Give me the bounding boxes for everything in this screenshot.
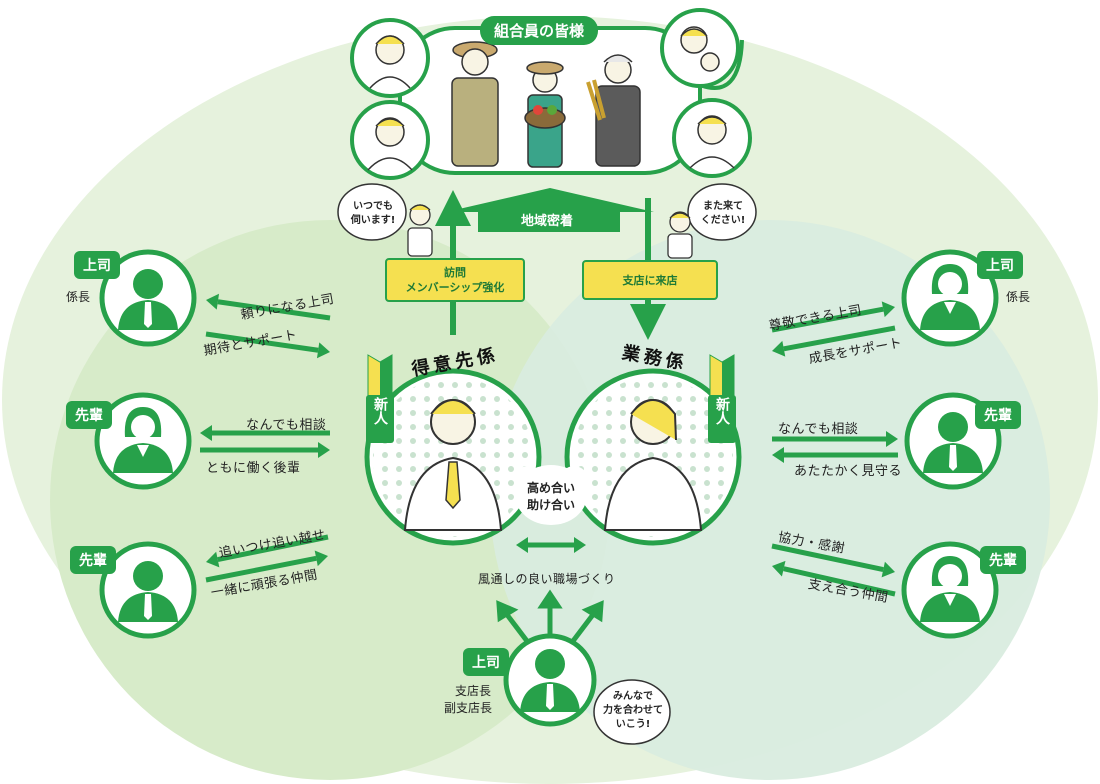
right-action-box: 支店に来店 [582, 260, 718, 300]
bottom-bubble [593, 679, 671, 745]
left-action-line-1: 訪問 [444, 266, 466, 279]
bottom-boss-role-2: 副支店長 [444, 701, 493, 715]
center-cloud-text: 高め合い 助け合い [516, 480, 586, 514]
left-arrow-1-to-new [205, 331, 330, 359]
left-arrow-3-to-new [205, 550, 328, 583]
bottom-bubble-text: みんなで 力を合わせて いこう! [598, 690, 668, 732]
right-newcomer-badge: 新人 [714, 397, 730, 425]
left-action-line-2: メンバーシップ強化 [405, 281, 505, 294]
left-person-3-badge: 先輩 [70, 546, 116, 574]
right-arrow-3-to-senior [771, 543, 895, 578]
bottom-boss-avatar [503, 633, 597, 727]
member-avatar-3 [660, 8, 740, 88]
right-newcomer-circle [564, 368, 742, 546]
right-bubble [687, 183, 757, 241]
left-person-2-avatar [94, 392, 192, 490]
left-person-2-badge: 先輩 [66, 401, 112, 429]
center-double-arrow [516, 537, 586, 553]
right-arrow-2-top: なんでも相談 [778, 422, 859, 437]
community-arrow-shape [446, 188, 654, 232]
member-avatar-1 [350, 18, 430, 98]
member-avatar-2 [350, 100, 430, 180]
left-person-1-avatar [99, 249, 197, 347]
left-arrow-2-to-senior [200, 425, 330, 441]
center-cloud [514, 465, 588, 525]
right-person-1-role: 係長 [1006, 290, 1031, 304]
right-bubble-line-2: ください! [700, 215, 746, 226]
right-person-2-badge: 先輩 [975, 401, 1021, 429]
left-arrow-1-to-boss [206, 293, 331, 321]
left-bubble-line-2: 伺います! [350, 215, 396, 226]
left-person-1-badge: 上司 [74, 251, 120, 279]
left-arrow-2-bottom: ともに働く後輩 [206, 461, 301, 476]
left-arrow-2-top: なんでも相談 [246, 418, 327, 433]
left-bubble [337, 183, 407, 241]
member-avatar-4 [672, 98, 752, 178]
left-bubble-line-1: いつでも [353, 201, 393, 212]
left-newcomer-badge: 新人 [372, 397, 388, 425]
left-bubble-text: いつでも 伺います! [347, 200, 399, 228]
left-mini-staff [407, 204, 433, 257]
right-arrow-2-bottom: あたたかく見守る [794, 464, 903, 479]
left-dept-area [50, 220, 610, 780]
left-action-box: 訪問 メンバーシップ強化 [385, 258, 525, 302]
bottom-boss-badge: 上司 [463, 648, 509, 676]
bottom-bubble-line-2: 力を合わせて [603, 705, 663, 716]
members-title: 組合員の皆様 [480, 16, 599, 45]
left-person-1-role: 係長 [66, 290, 91, 304]
left-wakaba-mark [366, 354, 394, 443]
right-arrow-1-to-boss [771, 301, 895, 333]
right-bubble-text: また来て ください! [697, 200, 749, 228]
left-arrow-3-to-senior [206, 534, 329, 568]
center-cloud-line-2: 助け合い [526, 498, 575, 512]
right-dept-area [490, 220, 1050, 780]
right-arrow-3-to-new [772, 560, 896, 597]
center-cloud-line-1: 高め合い [526, 481, 575, 495]
right-person-1-badge: 上司 [977, 251, 1023, 279]
right-action-line-1: 支店に来店 [622, 273, 678, 287]
bottom-bubble-line-3: いこう! [615, 719, 651, 730]
right-mini-staff [667, 211, 693, 259]
workplace-label: 風通しの良い職場づくり [478, 572, 616, 586]
right-arrow-2-to-senior [772, 431, 898, 447]
right-arrow-2-to-new [772, 447, 898, 463]
bottom-boss-role-1: 支店長 [455, 684, 492, 698]
bottom-bubble-line-1: みんなで [613, 691, 653, 702]
right-person-3-avatar [901, 541, 999, 639]
right-bubble-line-1: また来て [703, 201, 743, 212]
right-person-1-avatar [901, 249, 999, 347]
right-arrow-1-to-new [772, 325, 896, 357]
right-wakaba-mark [708, 354, 736, 443]
left-newcomer-circle [364, 368, 542, 546]
left-arrow-2-to-new [200, 442, 330, 458]
community-label: 地域密着 [521, 214, 574, 229]
right-person-3-badge: 先輩 [980, 546, 1026, 574]
left-person-3-avatar [99, 541, 197, 639]
farmers-illustration [451, 41, 641, 168]
